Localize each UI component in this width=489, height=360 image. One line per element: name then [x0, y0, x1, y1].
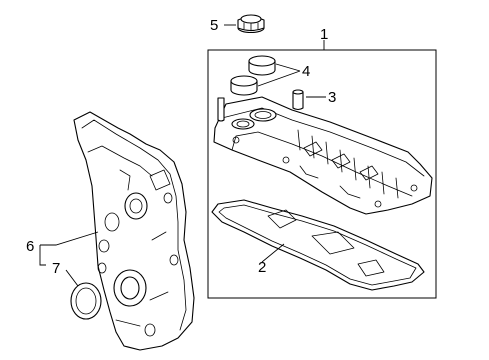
- callout-3: 3: [328, 89, 336, 106]
- callout-1: 1: [320, 26, 328, 43]
- callout-2: 2: [258, 259, 266, 276]
- leader-lines: [39, 24, 326, 287]
- crankshaft-seal[interactable]: [70, 282, 102, 320]
- valve-cover[interactable]: [213, 96, 433, 215]
- timing-cover[interactable]: [73, 111, 195, 351]
- dowel-pin[interactable]: [292, 89, 304, 111]
- callout-7: 7: [52, 260, 60, 277]
- valve-cover-gasket[interactable]: [211, 199, 425, 291]
- callout-5: 5: [210, 17, 218, 34]
- seal-rings[interactable]: [230, 55, 276, 96]
- callout-4: 4: [302, 63, 310, 80]
- oil-filler-cap[interactable]: [237, 14, 265, 34]
- assembly-frame: [207, 49, 437, 299]
- callout-6: 6: [26, 238, 34, 255]
